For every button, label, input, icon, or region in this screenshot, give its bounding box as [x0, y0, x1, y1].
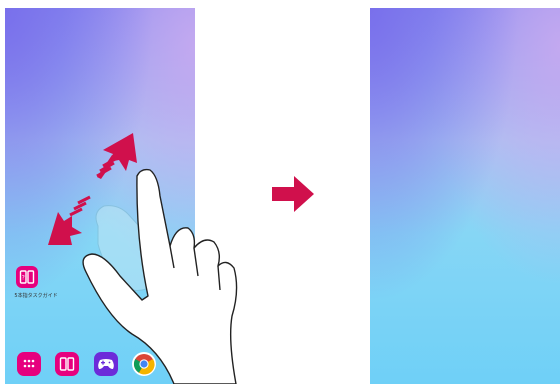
game-controller-glyph-icon: [97, 357, 115, 371]
guide-dock-glyph-icon: [59, 356, 75, 372]
chrome-icon[interactable]: [132, 352, 156, 376]
apps-grid-icon[interactable]: [17, 352, 41, 376]
chrome-glyph-icon: [133, 353, 155, 375]
svg-text:?: ?: [22, 275, 25, 282]
guide-app-icon[interactable]: ?: [16, 266, 38, 288]
guide-app-dock-icon[interactable]: [55, 352, 79, 376]
phone-screen-after: [370, 8, 560, 384]
guide-app-glyph-icon: ?: [19, 269, 35, 285]
guide-app-label: 5本指タスクガイド: [10, 293, 62, 299]
apps-grid-glyph-icon: [21, 356, 37, 372]
phone-screen-before: ? 5本指タスクガイド: [5, 8, 195, 384]
next-step-arrow-icon: [272, 176, 314, 212]
game-controller-icon[interactable]: [94, 352, 118, 376]
